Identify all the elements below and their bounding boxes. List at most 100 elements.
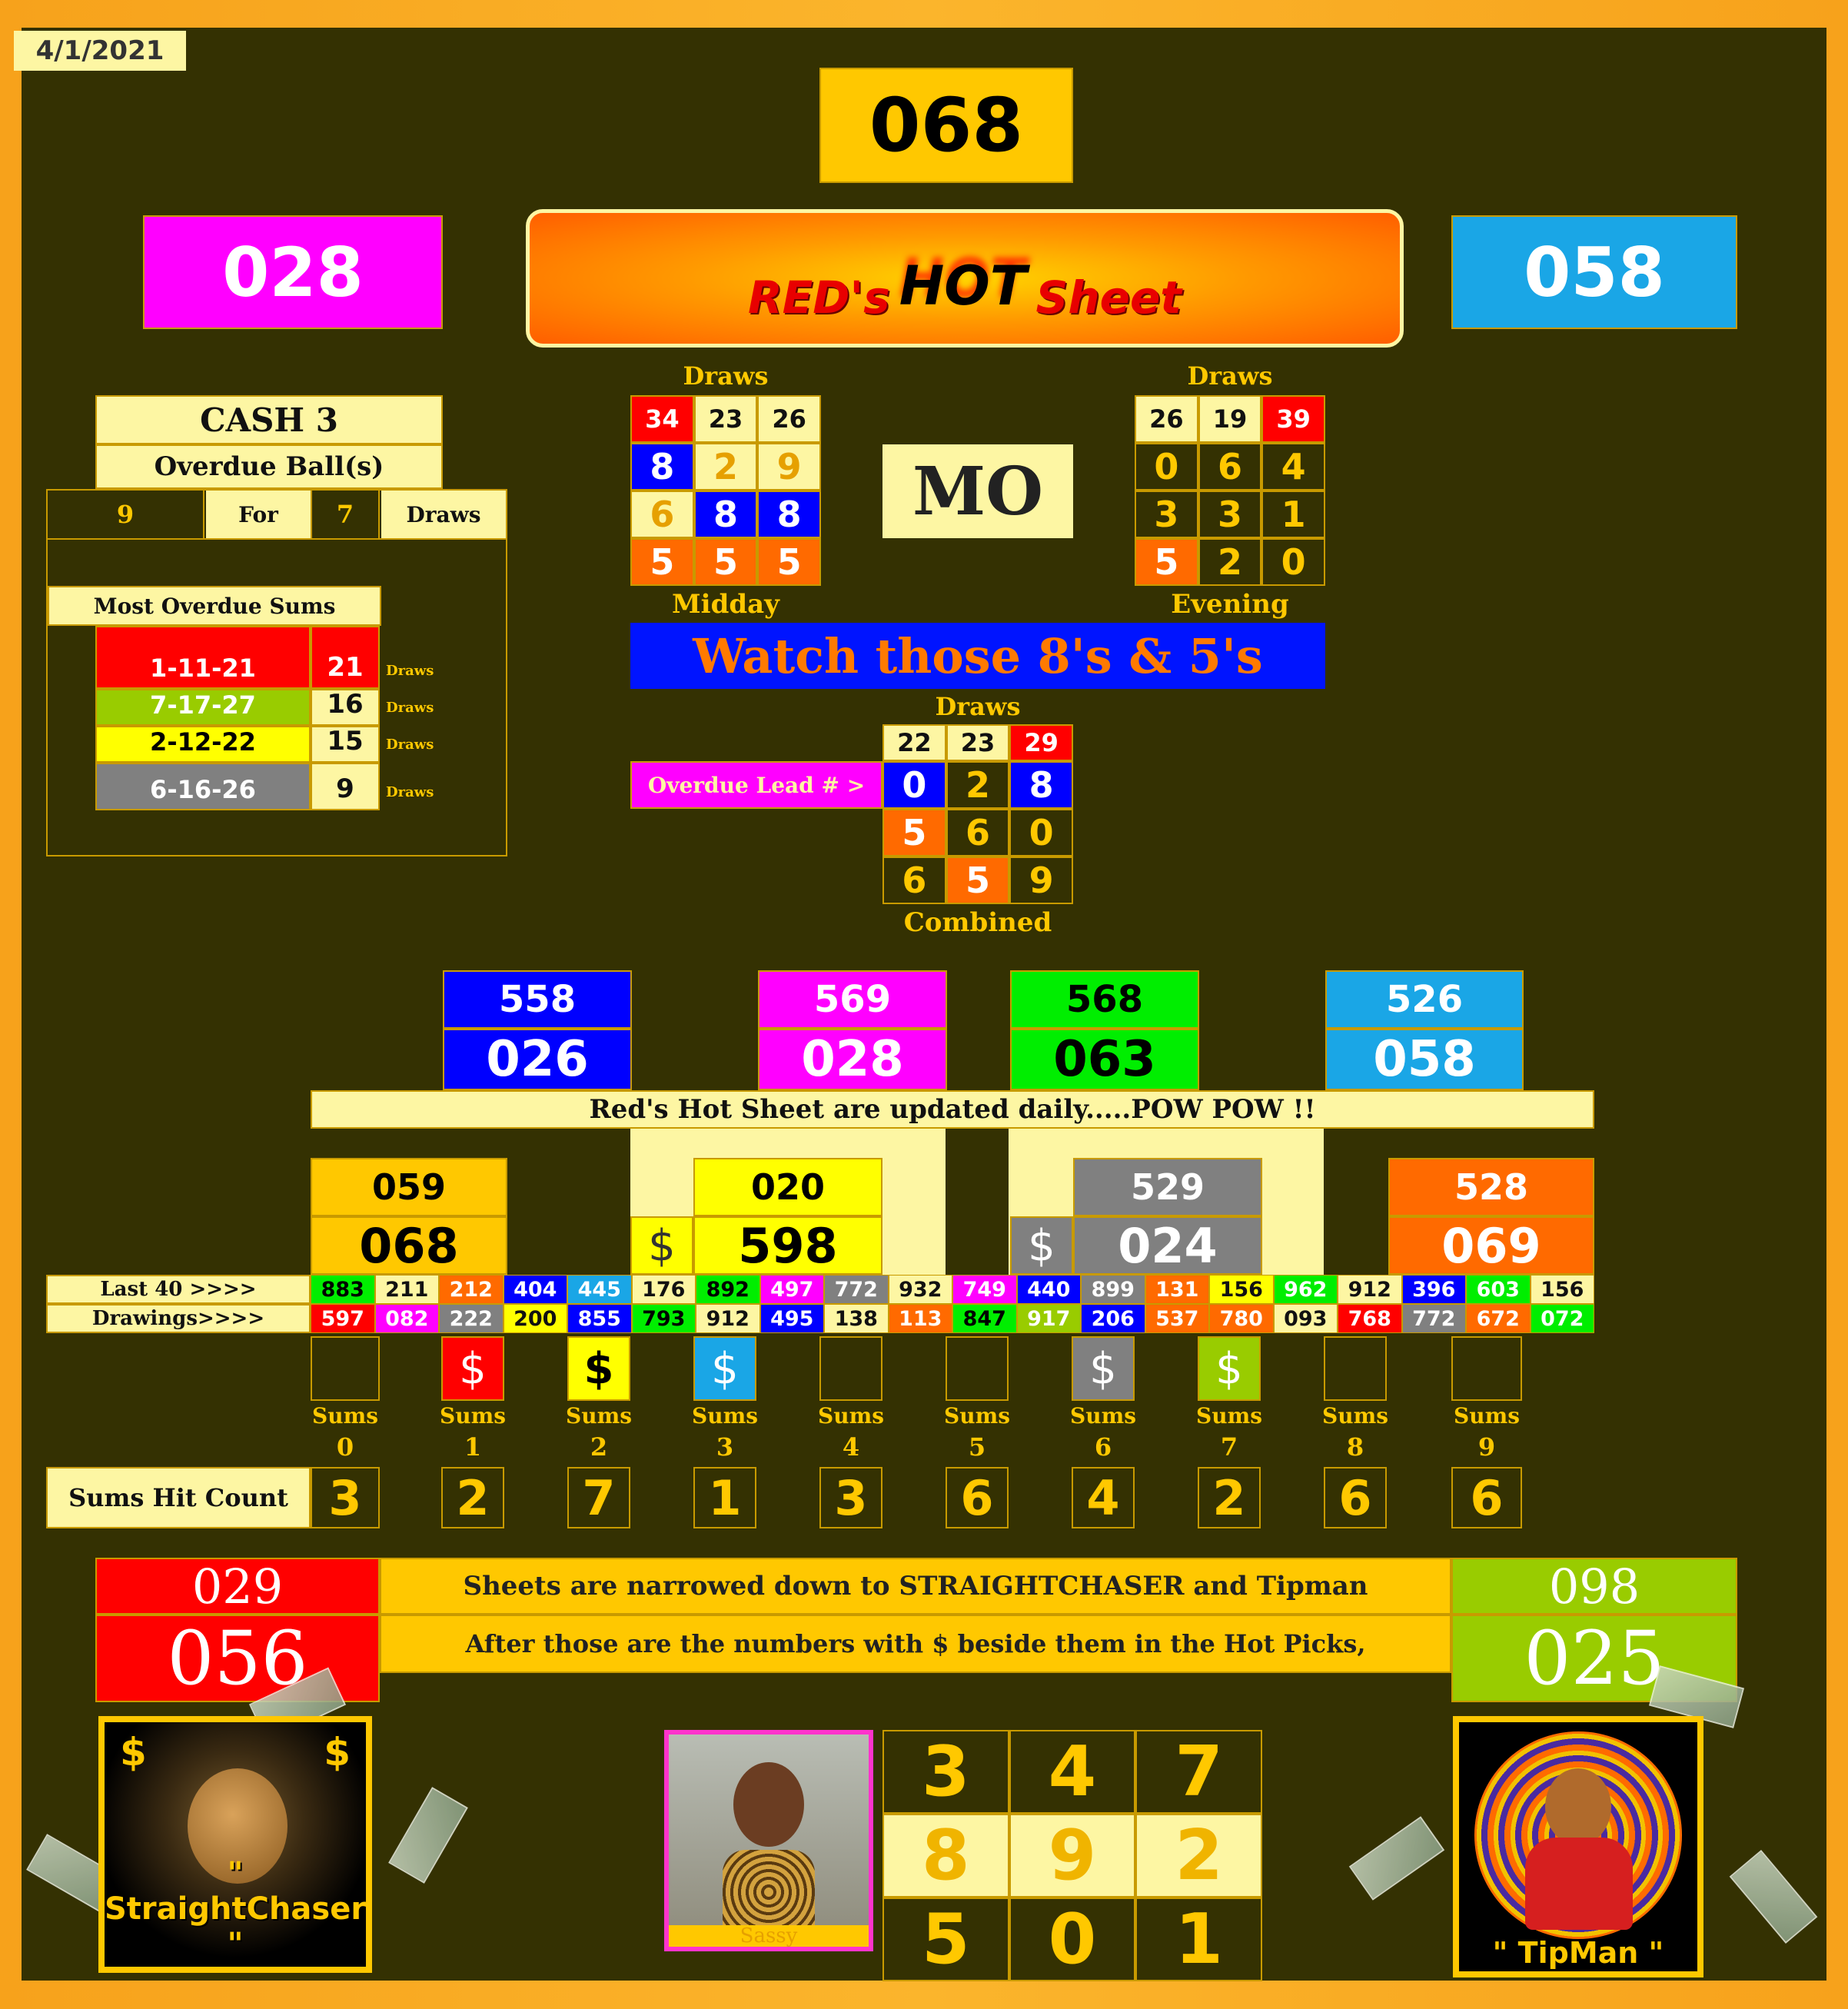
pair-bottom-number: 063 bbox=[1010, 1029, 1199, 1090]
sum-digit: 8 bbox=[1346, 1432, 1364, 1462]
draw-number-cell: 156 bbox=[1209, 1275, 1274, 1304]
sum-dollar-box bbox=[1324, 1336, 1387, 1401]
hot-pick-top: 529 bbox=[1073, 1158, 1262, 1216]
sum-hit-count: 6 bbox=[1324, 1467, 1387, 1528]
overdue-sum-draws: 9 bbox=[311, 763, 380, 810]
draw-number-cell: 440 bbox=[1016, 1275, 1081, 1304]
draw-number-cell: 082 bbox=[374, 1304, 439, 1333]
digit-cell: 5 bbox=[630, 538, 694, 586]
sum-digit: 1 bbox=[464, 1432, 482, 1462]
drawings-label: Drawings>>>> bbox=[46, 1304, 311, 1333]
draw-number-cell: 883 bbox=[311, 1275, 375, 1304]
sums-label: Sums bbox=[1454, 1403, 1520, 1429]
final-pick-digit: 9 bbox=[1009, 1814, 1136, 1898]
sum-digit: 7 bbox=[1220, 1432, 1238, 1462]
evening-label: Evening bbox=[1171, 589, 1289, 620]
sums-label: Sums bbox=[440, 1403, 506, 1429]
last40-label: Last 40 >>>> bbox=[46, 1275, 311, 1304]
left-number: 028 bbox=[143, 215, 443, 329]
draw-number-cell: 113 bbox=[888, 1304, 952, 1333]
draw-number-cell: 200 bbox=[503, 1304, 567, 1333]
evening-draws-label: Draws bbox=[1187, 361, 1273, 391]
draw-number-cell: 495 bbox=[759, 1304, 824, 1333]
logo-hot: HOT bbox=[899, 254, 1027, 318]
overdue-sum-range: 1-11-21 bbox=[95, 626, 311, 689]
draw-number-cell: 899 bbox=[1081, 1275, 1145, 1304]
draws-count-cell: 26 bbox=[757, 395, 821, 443]
draws-count-cell: 39 bbox=[1261, 395, 1325, 443]
sum-dollar-box bbox=[311, 1336, 380, 1401]
overdue-ball: 9 bbox=[48, 491, 204, 538]
digit-cell: 3 bbox=[1198, 491, 1262, 538]
draw-number-cell: 772 bbox=[824, 1275, 889, 1304]
draws-count-cell: 34 bbox=[630, 395, 694, 443]
digit-cell: 0 bbox=[1135, 443, 1198, 491]
overdue-sum-draws-label: Draws bbox=[386, 784, 434, 800]
draw-number-cell: 932 bbox=[888, 1275, 952, 1304]
digit-cell: 6 bbox=[1198, 443, 1262, 491]
digit-cell: 2 bbox=[1198, 538, 1262, 586]
digit-cell: 8 bbox=[757, 491, 821, 538]
pair-top-number: 569 bbox=[758, 970, 947, 1029]
logo-red: RED's bbox=[747, 271, 890, 324]
overdue-sum-draws-label: Draws bbox=[386, 663, 434, 679]
pair-bottom-number: 058 bbox=[1325, 1029, 1524, 1090]
draw-number-cell: 131 bbox=[1145, 1275, 1209, 1304]
pair-top-number: 568 bbox=[1010, 970, 1199, 1029]
final-pick-digit: 5 bbox=[882, 1898, 1009, 1981]
digit-cell: 0 bbox=[1009, 809, 1073, 856]
draw-number-cell: 772 bbox=[1401, 1304, 1466, 1333]
tipman-name: " TipMan " bbox=[1492, 1936, 1664, 1970]
draw-number-cell: 597 bbox=[311, 1304, 375, 1333]
final-pick-digit: 2 bbox=[1135, 1814, 1262, 1898]
bottom-left-top-number: 029 bbox=[95, 1558, 380, 1615]
state-label: MO bbox=[882, 444, 1073, 538]
draw-number-cell: 072 bbox=[1530, 1304, 1594, 1333]
overdue-balls-label: Overdue Ball(s) bbox=[95, 444, 443, 489]
overdue-sum-draws-label: Draws bbox=[386, 737, 434, 753]
digit-cell: 6 bbox=[630, 491, 694, 538]
hot-pick-top: 059 bbox=[311, 1158, 507, 1216]
draws-count-cell: 26 bbox=[1135, 395, 1198, 443]
update-banner: Red's Hot Sheet are updated daily.....PO… bbox=[311, 1090, 1594, 1129]
draws-count-cell: 29 bbox=[1009, 724, 1073, 761]
draw-number-cell: 780 bbox=[1209, 1304, 1274, 1333]
sum-hit-count: 2 bbox=[441, 1467, 504, 1528]
draw-number-cell: 211 bbox=[374, 1275, 439, 1304]
cash3-panel bbox=[46, 489, 507, 856]
draw-number-cell: 768 bbox=[1338, 1304, 1402, 1333]
digit-cell: 4 bbox=[1261, 443, 1325, 491]
sum-hit-count: 3 bbox=[819, 1467, 882, 1528]
draw-number-cell: 912 bbox=[696, 1304, 760, 1333]
digit-cell: 5 bbox=[693, 538, 758, 586]
straightchaser-name: " StraightChaser " bbox=[105, 1856, 367, 1962]
digit-cell: 0 bbox=[882, 761, 946, 809]
draw-number-cell: 749 bbox=[952, 1275, 1017, 1304]
draw-number-cell: 855 bbox=[567, 1304, 632, 1333]
face-icon bbox=[733, 1762, 804, 1847]
outfit-icon bbox=[723, 1850, 815, 1934]
overdue-sum-range: 2-12-22 bbox=[95, 726, 311, 763]
final-pick-digit: 7 bbox=[1135, 1730, 1262, 1814]
draw-number-cell: 212 bbox=[439, 1275, 504, 1304]
final-pick-digit: 0 bbox=[1009, 1898, 1136, 1981]
draw-number-cell: 962 bbox=[1273, 1275, 1338, 1304]
draw-number-cell: 222 bbox=[439, 1304, 504, 1333]
sum-digit: 0 bbox=[336, 1432, 354, 1462]
sum-hit-count: 7 bbox=[567, 1467, 630, 1528]
right-number: 058 bbox=[1451, 215, 1737, 329]
sums-label: Sums bbox=[312, 1403, 378, 1429]
sassy-avatar: Sassy bbox=[664, 1730, 873, 1951]
digit-cell: 5 bbox=[882, 809, 946, 856]
dollar-icon: $ bbox=[693, 1336, 756, 1401]
pair-bottom-number: 026 bbox=[443, 1029, 632, 1090]
draw-number-cell: 445 bbox=[567, 1275, 632, 1304]
draw-number-cell: 892 bbox=[696, 1275, 760, 1304]
sum-dollar-box bbox=[1451, 1336, 1522, 1401]
sum-hit-count: 1 bbox=[693, 1467, 756, 1528]
digit-cell: 1 bbox=[1261, 491, 1325, 538]
